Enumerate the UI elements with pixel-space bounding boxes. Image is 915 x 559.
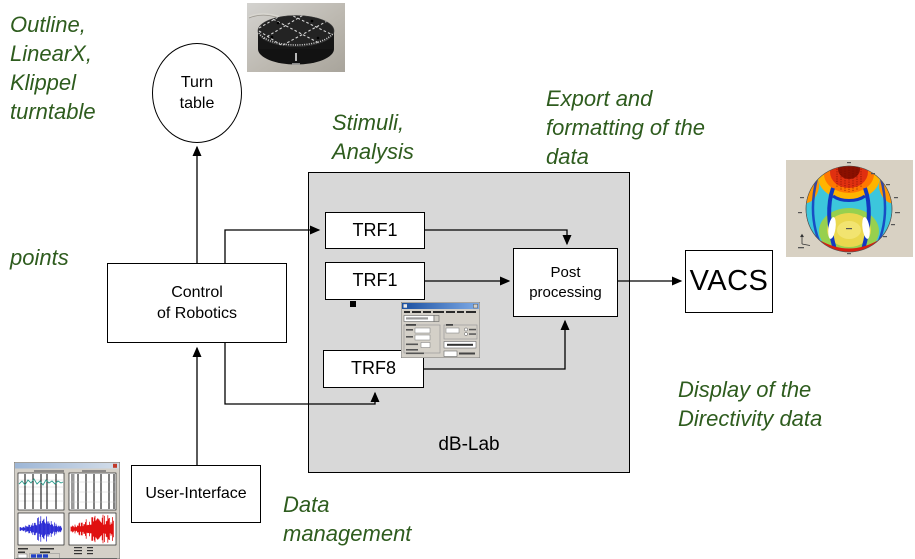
directivity-balloon-plot — [786, 160, 913, 257]
measurement-software-screenshot — [14, 462, 120, 559]
more-modules-ellipsis-mark — [350, 301, 356, 307]
annotation-stimuli-analysis: Stimuli, Analysis — [332, 110, 414, 164]
node-trf1-mid: TRF1 — [325, 262, 425, 300]
node-vacs: VACS — [685, 250, 773, 313]
turntable-photo — [247, 3, 345, 72]
connector-control-to-trf1-top — [224, 225, 321, 263]
node-trf1-top: TRF1 — [325, 212, 425, 249]
node-post-processing: Post processing — [513, 248, 618, 317]
trf-dialog-screenshot — [401, 302, 480, 358]
node-user-interface: User-Interface — [131, 465, 261, 523]
node-turn-table: Turn table — [152, 43, 242, 143]
dblab-label: dB-Lab — [438, 434, 500, 455]
annotation-points: points — [10, 245, 69, 270]
annotation-export-formatting: Export and formatting of the data — [546, 86, 705, 169]
annotation-turntable-hardware: Outline, LinearX, Klippel turntable — [10, 12, 96, 124]
node-control-of-robotics: Control of Robotics — [107, 263, 287, 343]
annotation-display-directivity: Display of the Directivity data — [678, 377, 823, 431]
annotation-data-management: Data management — [283, 492, 412, 546]
